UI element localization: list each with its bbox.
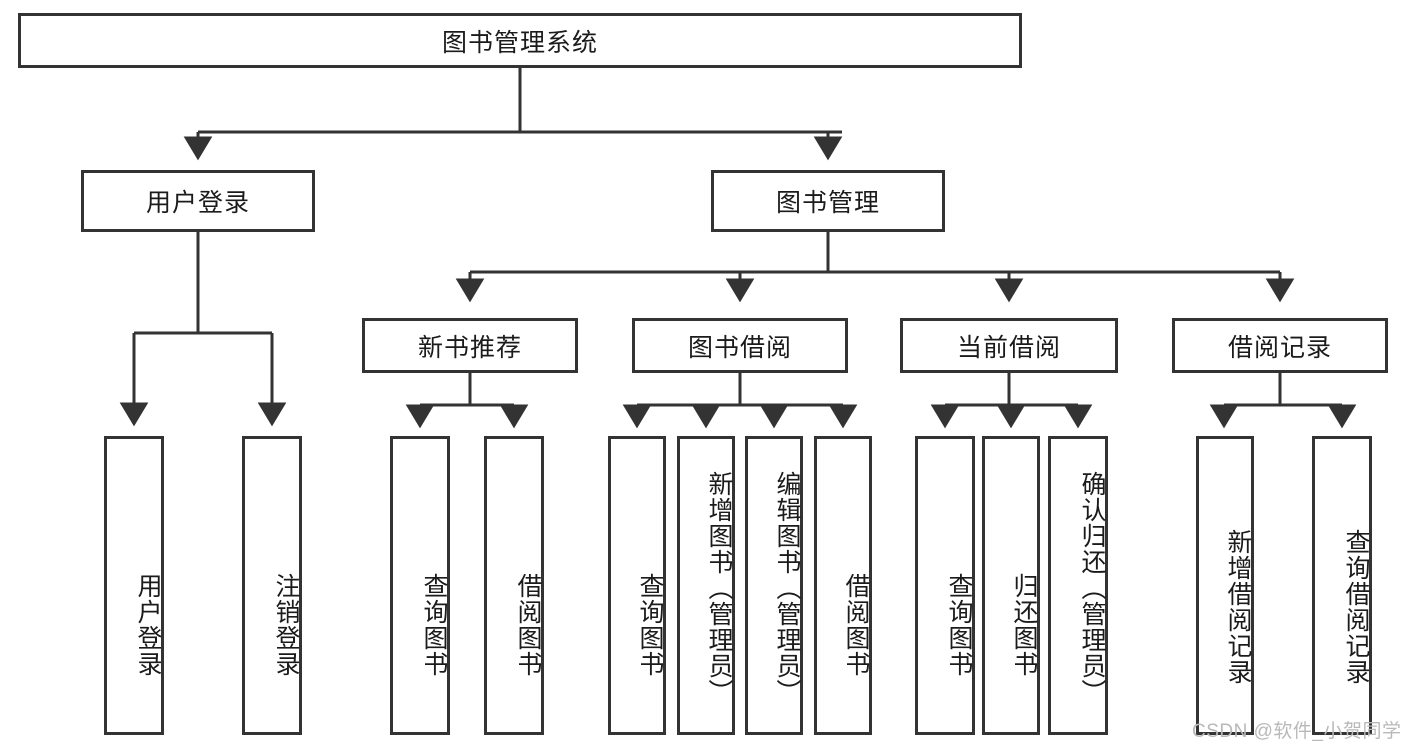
leaf-user-login-signin[interactable]: 用户登录 [104,436,164,735]
node-user-login[interactable]: 用户登录 [81,170,315,232]
leaf-current-borrow-confirm-return[interactable]: 确认归还（管理员） [1048,436,1108,735]
leaf-borrow-record-add[interactable]: 新增借阅记录 [1196,436,1254,735]
leaf-new-book-query[interactable]: 查询图书 [390,436,450,735]
node-new-book-recommend[interactable]: 新书推荐 [362,318,578,373]
node-borrow-record[interactable]: 借阅记录 [1172,318,1388,373]
leaf-book-borrow-borrow[interactable]: 借阅图书 [814,436,872,735]
node-book-borrow[interactable]: 图书借阅 [632,318,848,373]
leaf-book-borrow-query[interactable]: 查询图书 [608,436,666,735]
leaf-current-borrow-query[interactable]: 查询图书 [915,436,975,735]
leaf-current-borrow-return[interactable]: 归还图书 [982,436,1040,735]
leaf-user-login-signout[interactable]: 注销登录 [242,436,302,735]
csdn-watermark: CSDN @软件_小贺同学 [1192,721,1402,742]
node-current-borrow[interactable]: 当前借阅 [900,318,1118,373]
node-root-system[interactable]: 图书管理系统 [18,13,1022,68]
leaf-book-borrow-edit[interactable]: 编辑图书（管理员） [745,436,803,735]
leaf-book-borrow-add[interactable]: 新增图书（管理员） [677,436,735,735]
node-book-management[interactable]: 图书管理 [711,170,945,232]
leaf-new-book-borrow[interactable]: 借阅图书 [484,436,544,735]
leaf-borrow-record-query[interactable]: 查询借阅记录 [1312,436,1372,735]
